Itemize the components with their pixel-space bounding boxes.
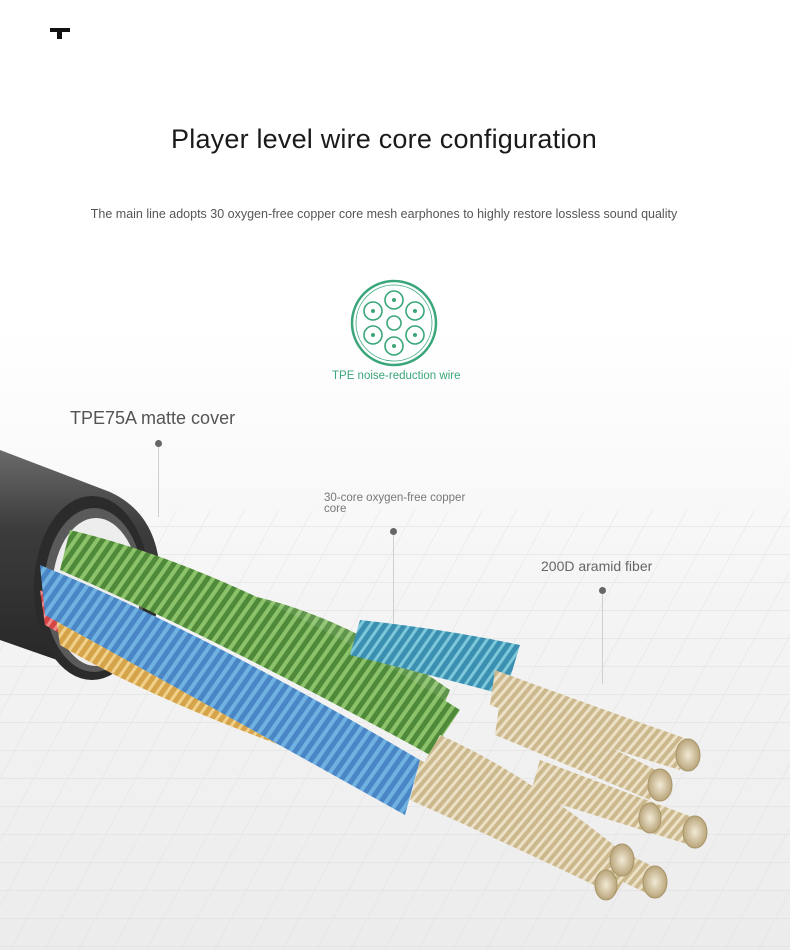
wire-cross-section-icon bbox=[350, 279, 438, 367]
callout-matte-cover: TPE75A matte cover bbox=[70, 408, 236, 428]
cable-illustration bbox=[0, 450, 708, 901]
page-subtitle: The main line adopts 30 oxygen-free copp… bbox=[90, 207, 678, 221]
callout-copper-core: 30-core oxygen-free copper core bbox=[324, 492, 466, 515]
page-title: Player level wire core configuration bbox=[171, 124, 597, 154]
callout-dot-cover bbox=[155, 440, 162, 447]
callout-tpe-noise-reduction-wire: TPE noise-reduction wire bbox=[332, 370, 461, 382]
brand-logo bbox=[50, 28, 70, 39]
leader-line-cover bbox=[158, 447, 159, 517]
leader-line-copper bbox=[393, 535, 394, 625]
callout-dot-aramid bbox=[599, 587, 606, 594]
callout-aramid-fiber: 200D aramid fiber bbox=[541, 558, 653, 574]
leader-line-aramid bbox=[602, 594, 603, 684]
callout-dot-copper bbox=[390, 528, 397, 535]
